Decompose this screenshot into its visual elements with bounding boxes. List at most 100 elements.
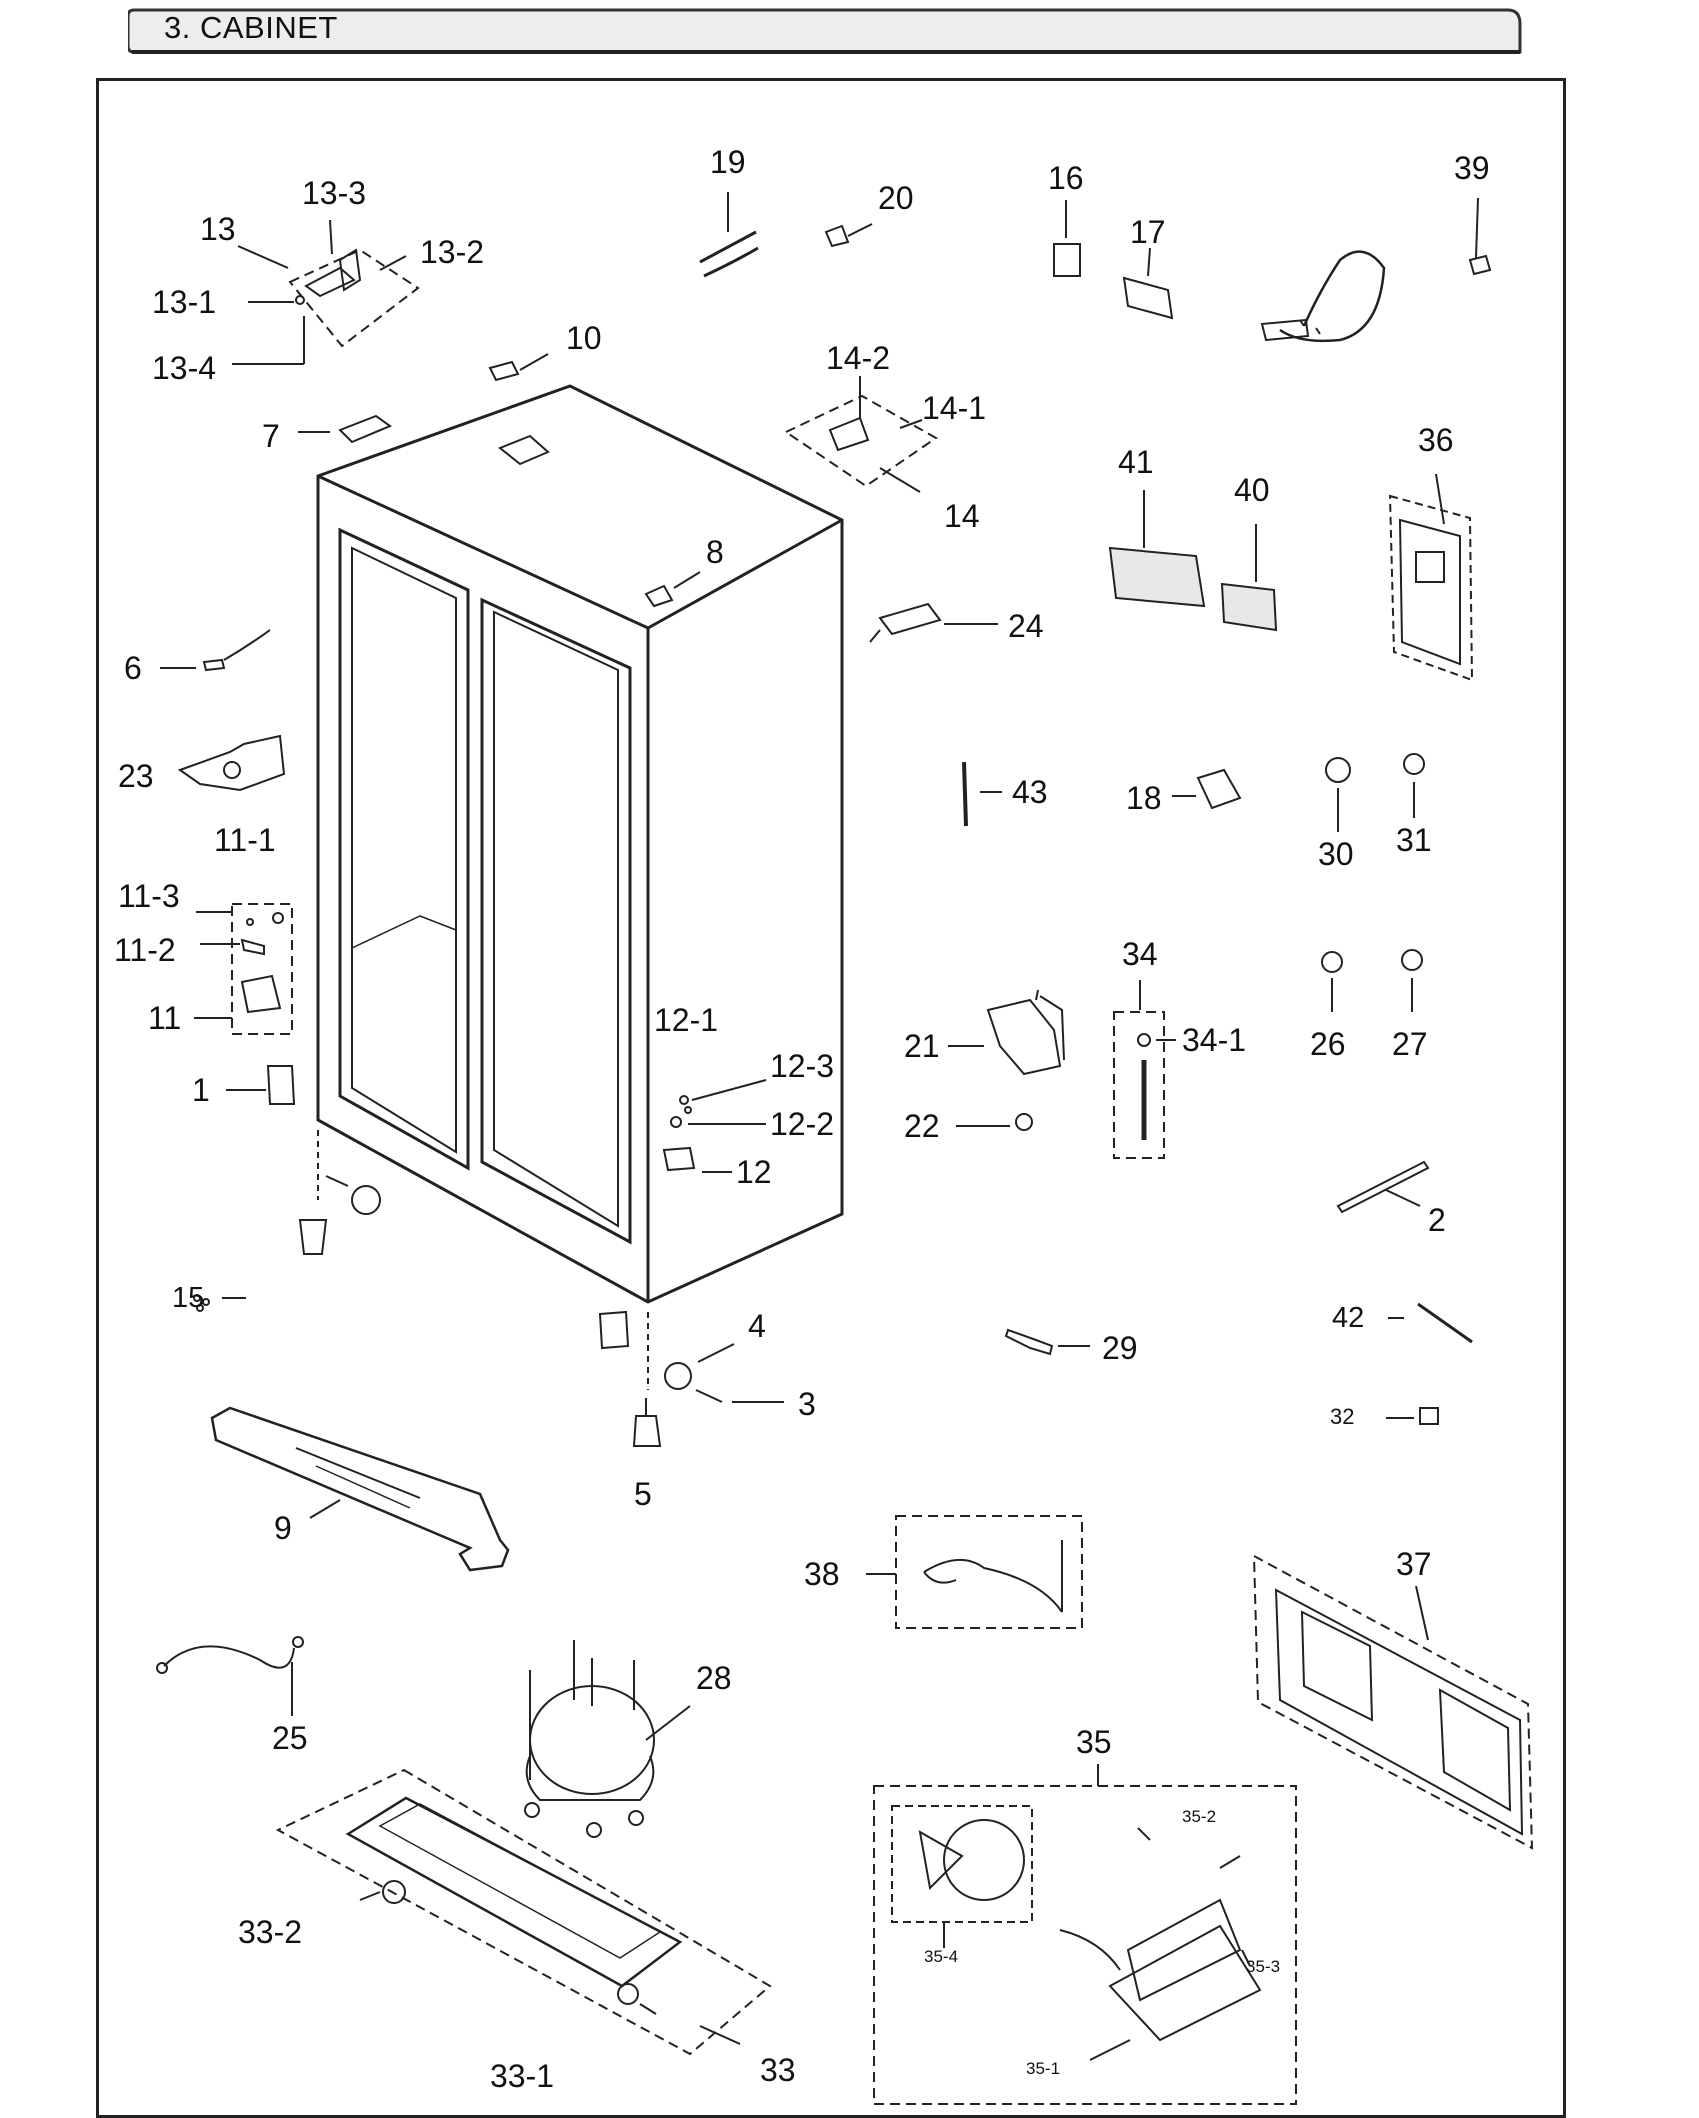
label-23: 23: [118, 758, 154, 794]
part-21-water-valve: [948, 989, 1065, 1076]
label-4: 4: [748, 1308, 766, 1344]
label-12-3: 12-3: [770, 1048, 835, 1084]
part-6-sensor: [160, 629, 271, 672]
part-12-hinge-group: [662, 1079, 767, 1173]
label-40: 40: [1234, 472, 1270, 508]
label-13-2: 13-2: [420, 234, 485, 270]
part-8-clip: [644, 571, 701, 608]
label-31: 31: [1396, 822, 1432, 858]
part-31-bushing: [1403, 753, 1425, 818]
part-3-screw: [695, 1389, 784, 1403]
label-15: 15: [172, 1282, 205, 1314]
part-36-display-panel: [1388, 473, 1474, 682]
label-41: 41: [1118, 444, 1154, 480]
part-39-power-cord: [1260, 197, 1492, 343]
label-28: 28: [696, 1660, 732, 1696]
label-10: 10: [566, 320, 602, 356]
part-17-bracket: [1122, 247, 1174, 320]
part-27-bushing: [1401, 949, 1423, 1012]
label-12: 12: [736, 1154, 772, 1190]
part-35-fan-assembly: [873, 1764, 1297, 2105]
header-bar-shape: [128, 8, 1522, 54]
label-43: 43: [1012, 774, 1048, 810]
part-18-cap: [1172, 768, 1242, 810]
part-bottom-hinge-center: [598, 1310, 649, 1390]
label-29: 29: [1102, 1330, 1138, 1366]
label-13-3: 13-3: [302, 175, 367, 211]
label-21: 21: [904, 1028, 940, 1064]
part-20-cap: [824, 223, 873, 248]
label-35: 35: [1076, 1724, 1112, 1760]
section-header-bar: 3. CABINET: [128, 6, 1524, 54]
label-18: 18: [1126, 780, 1162, 816]
label-11-2: 11-2: [114, 932, 176, 968]
part-23-damper: [177, 734, 286, 792]
label-32: 32: [1330, 1404, 1355, 1429]
part-42-rod: [1388, 1302, 1473, 1344]
label-22: 22: [904, 1108, 940, 1144]
label-13-1: 13-1: [152, 284, 217, 320]
part-24-thermostat: [869, 602, 998, 643]
part-14-hinge-group: [783, 376, 938, 493]
part-41-main-pcb: [1108, 490, 1206, 608]
part-25-ground-wire: [156, 1636, 304, 1716]
part-28-compressor: [524, 1640, 691, 1838]
label-24: 24: [1008, 608, 1044, 644]
label-11-3: 11-3: [118, 878, 180, 914]
label-11-1: 11-1: [214, 822, 276, 858]
label-38: 38: [804, 1556, 840, 1592]
part-1-hinge: [226, 1065, 319, 1200]
label-9: 9: [274, 1510, 292, 1546]
part-40-sub-pcb: [1220, 524, 1278, 632]
label-39: 39: [1454, 150, 1490, 186]
label-19: 19: [710, 144, 746, 180]
part-33-base-plate: [275, 1768, 772, 2056]
label-12-1: 12-1: [654, 1002, 719, 1038]
label-17: 17: [1130, 214, 1166, 250]
part-13-top-hinge: [232, 219, 420, 365]
label-6: 6: [124, 650, 142, 686]
part-11-hinge-group: [194, 903, 293, 1035]
part-38-sensor-cable: [866, 1515, 1083, 1629]
label-5: 5: [634, 1476, 652, 1512]
label-14: 14: [944, 498, 980, 534]
part-29-sensor: [1004, 1328, 1090, 1356]
label-35-2: 35-2: [1182, 1807, 1217, 1826]
label-35-1: 35-1: [1026, 2059, 1061, 2078]
label-11: 11: [148, 1000, 182, 1036]
label-12-2: 12-2: [770, 1106, 835, 1142]
part-9-base-cover: [210, 1406, 510, 1572]
part-22-nut: [956, 1113, 1033, 1131]
label-35-3: 35-3: [1246, 1957, 1281, 1976]
part-37-rear-cover: [1252, 1554, 1534, 1850]
cabinet-body: [316, 384, 844, 1304]
label-33-2: 33-2: [238, 1914, 303, 1950]
part-32-clip: [1386, 1407, 1439, 1425]
label-16: 16: [1048, 160, 1084, 196]
label-20: 20: [878, 180, 914, 216]
part-2-strip: [1336, 1160, 1430, 1214]
label-27: 27: [1392, 1026, 1428, 1062]
label-37: 37: [1396, 1546, 1432, 1582]
part-19-gasket: [699, 192, 759, 278]
label-8: 8: [706, 534, 724, 570]
part-30-knob: [1325, 757, 1351, 832]
label-13-4: 13-4: [152, 350, 217, 386]
label-2: 2: [1428, 1202, 1446, 1238]
section-title: 3. CABINET: [164, 10, 338, 45]
label-3: 3: [798, 1386, 816, 1422]
label-33: 33: [760, 2052, 796, 2088]
part-10-cover: [488, 353, 549, 382]
label-14-2: 14-2: [826, 340, 891, 376]
label-25: 25: [272, 1720, 308, 1756]
label-7: 7: [262, 418, 280, 454]
label-1: 1: [192, 1072, 210, 1108]
part-4-roller: [664, 1343, 735, 1390]
part-43-tube: [962, 761, 1002, 827]
label-33-1: 33-1: [490, 2058, 555, 2094]
label-26: 26: [1310, 1026, 1346, 1062]
part-16-holder: [1053, 200, 1081, 277]
label-34-1: 34-1: [1182, 1022, 1247, 1058]
part-34-assembly: [1113, 980, 1176, 1159]
